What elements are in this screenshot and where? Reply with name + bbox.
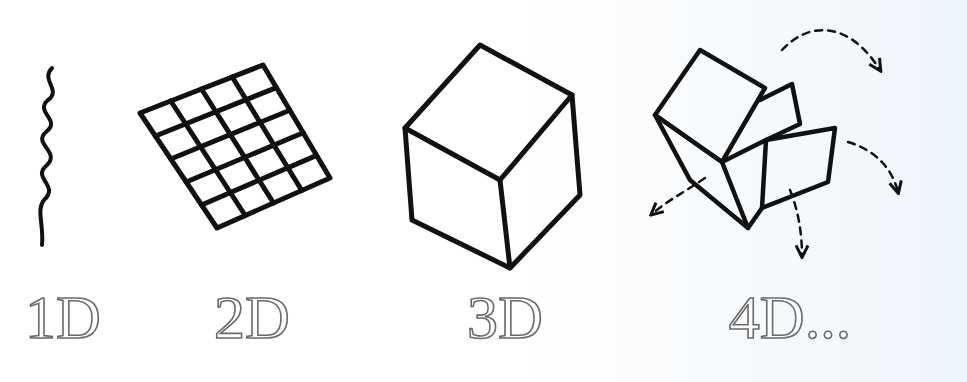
line-squiggle [40,68,52,245]
dimension-label: 4D... [729,286,851,348]
plane-grid [140,65,330,228]
unfolding-box [655,50,835,228]
dimension-label: 3D [467,286,543,348]
dimension-label: 2D [214,286,290,348]
cube [405,45,580,268]
dimension-label: 1D [25,286,101,348]
motion-arrows [652,30,898,256]
